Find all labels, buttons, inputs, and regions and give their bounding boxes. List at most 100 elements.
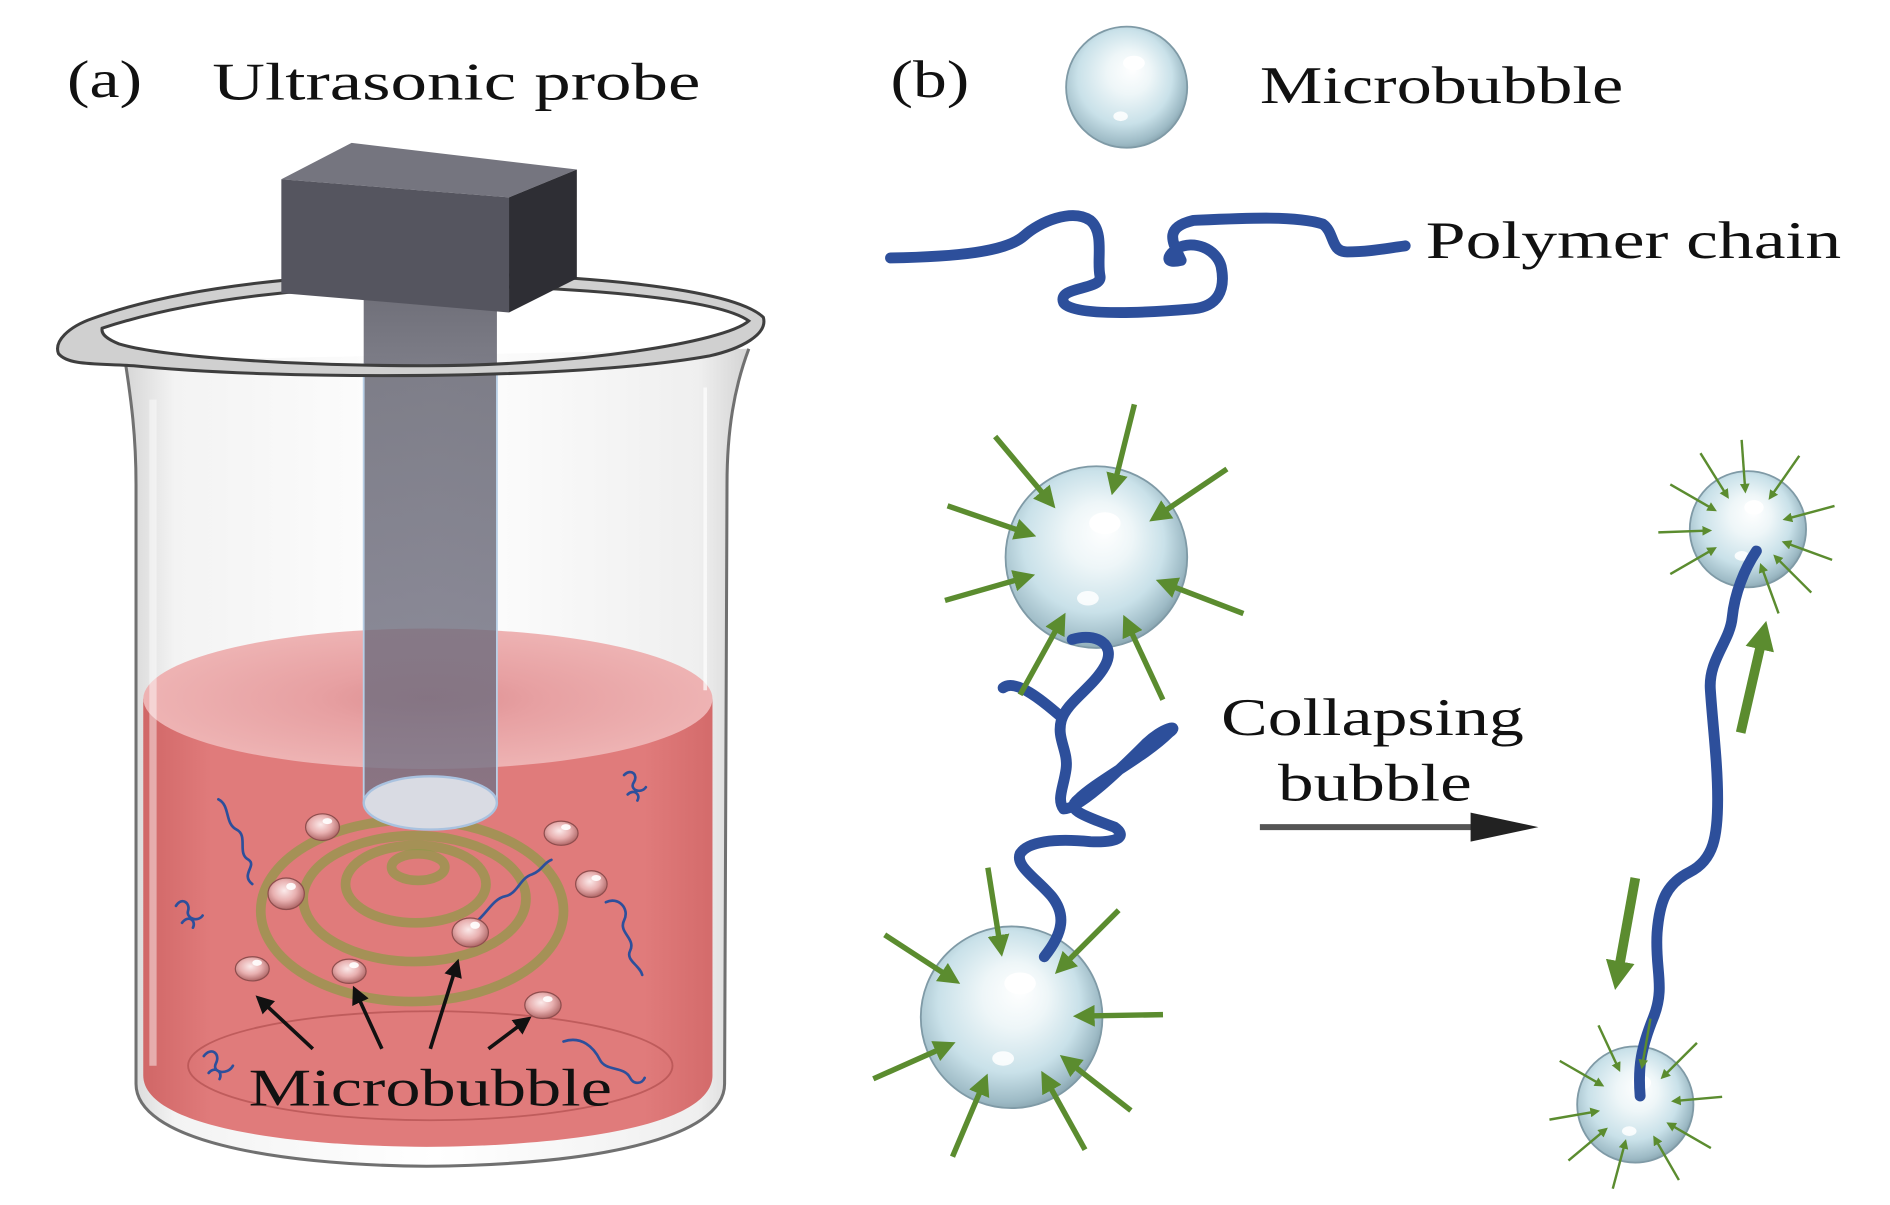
microbubble <box>451 917 490 948</box>
polymer-chain <box>604 899 644 977</box>
bubble-highlight <box>992 1051 1015 1066</box>
force-arrow <box>1567 1127 1608 1162</box>
microbubble <box>234 956 270 982</box>
stretch-arrow-down <box>1605 877 1641 990</box>
force-arrow <box>1671 1095 1723 1106</box>
bubble-body <box>1004 465 1189 649</box>
force-arrow <box>1054 908 1121 974</box>
wave-ring <box>340 840 491 928</box>
force-arrow <box>993 434 1056 509</box>
panel-b: (b) Microbubble Polymer chain Collapsing <box>872 25 1841 1189</box>
microbubble-large-top <box>1004 465 1189 649</box>
probe-head-side <box>509 169 577 313</box>
bubble-pointer-arrows <box>255 958 532 1051</box>
force-arrow <box>1638 1018 1652 1070</box>
force-arrow <box>1072 1004 1164 1027</box>
force-arrow <box>1773 554 1813 594</box>
probe-head-top <box>281 142 577 198</box>
force-arrow <box>1059 1055 1133 1113</box>
polymer-chain <box>622 770 648 802</box>
panel-a-label: (a) <box>67 50 142 109</box>
pointer-arrow <box>428 958 462 1050</box>
legend-microbubble-label: Microbubble <box>1260 56 1623 115</box>
force-arrow <box>1611 1139 1629 1189</box>
force-arrow <box>946 503 1037 540</box>
pointer-arrow <box>352 985 384 1050</box>
probe-head-front <box>281 179 510 313</box>
bubble-highlight <box>1734 551 1750 561</box>
microbubble <box>267 877 305 911</box>
force-arrow <box>1739 439 1750 494</box>
process-arrow-head <box>1470 812 1539 842</box>
force-arrow <box>944 570 1036 604</box>
microbubble <box>304 813 341 842</box>
polymer-chain-coiled <box>997 631 1179 963</box>
force-arrow <box>1669 483 1717 512</box>
probe-rod <box>362 296 499 831</box>
polymer-chain <box>174 899 204 930</box>
polymer-chain-stretched <box>1633 545 1762 1102</box>
beaker-inner-bottom <box>187 1010 674 1122</box>
force-arrow <box>985 867 1010 957</box>
force-arrow <box>1658 525 1713 536</box>
collapse-label-line2: bubble <box>1278 754 1472 813</box>
pointer-arrow <box>487 1016 532 1051</box>
legend-polymer-chain-label: Polymer chain <box>1426 211 1841 270</box>
bubble-highlight <box>1077 590 1099 606</box>
legend-microbubble <box>1065 25 1189 149</box>
pointer-arrow <box>255 995 315 1051</box>
probe-head <box>281 142 577 313</box>
force-arrow <box>1549 1107 1601 1121</box>
collapse-force-arrows <box>872 403 1835 1189</box>
bubble-highlight <box>1123 55 1145 71</box>
polymer-chain <box>473 858 553 925</box>
panel-b-label: (b) <box>891 50 970 109</box>
probe-tip <box>362 775 499 831</box>
wave-ring <box>386 848 450 886</box>
force-arrow <box>1768 455 1801 500</box>
force-arrow <box>1597 1024 1621 1072</box>
ultrasonic-probe-title: Ultrasonic probe <box>212 52 700 111</box>
force-arrow <box>1041 1070 1088 1151</box>
force-arrow <box>1660 1041 1698 1080</box>
polymer-chain <box>562 1038 646 1085</box>
probe-rod-edge <box>362 363 498 803</box>
force-arrow <box>1559 1059 1605 1087</box>
force-arrow <box>1758 562 1780 614</box>
polymer-chains-small <box>174 770 648 1085</box>
microbubble <box>524 991 562 1020</box>
bubble-highlight <box>1089 512 1121 535</box>
bubble-highlight <box>1004 972 1036 995</box>
stretch-arrow-up <box>1735 620 1774 734</box>
polymer-chain <box>202 1050 235 1081</box>
force-arrow <box>1017 612 1066 697</box>
bubble-highlight <box>1744 500 1764 515</box>
force-arrow <box>1155 577 1245 617</box>
collapse-label-line1: Collapsing <box>1221 688 1524 747</box>
legend-polymer-chain <box>885 210 1411 319</box>
force-arrow <box>1781 540 1833 562</box>
force-arrow <box>1122 614 1166 701</box>
force-arrow <box>883 932 961 984</box>
microbubble-label-beaker: Microbubble <box>249 1059 612 1118</box>
bubble-highlight <box>1113 111 1128 122</box>
collapse-process-arrow <box>1259 812 1539 842</box>
force-arrow <box>872 1041 956 1082</box>
probe-rod-body <box>363 296 497 803</box>
bubble-body <box>1065 25 1189 149</box>
force-arrow <box>1699 452 1729 499</box>
force-arrow <box>1782 504 1835 523</box>
microbubble <box>543 820 579 846</box>
force-arrow <box>1653 1135 1680 1181</box>
force-arrow <box>1149 466 1229 522</box>
force-arrow <box>1106 403 1138 496</box>
microbubbles-in-liquid <box>234 813 608 1020</box>
force-arrow <box>1666 1122 1712 1150</box>
bubble-highlight <box>1621 1126 1637 1136</box>
panel-a: (a) Ultrasonic probe <box>56 50 766 1168</box>
force-arrow <box>949 1073 990 1158</box>
force-arrow <box>1669 547 1717 576</box>
microbubble <box>575 870 608 898</box>
microbubble <box>331 958 367 984</box>
